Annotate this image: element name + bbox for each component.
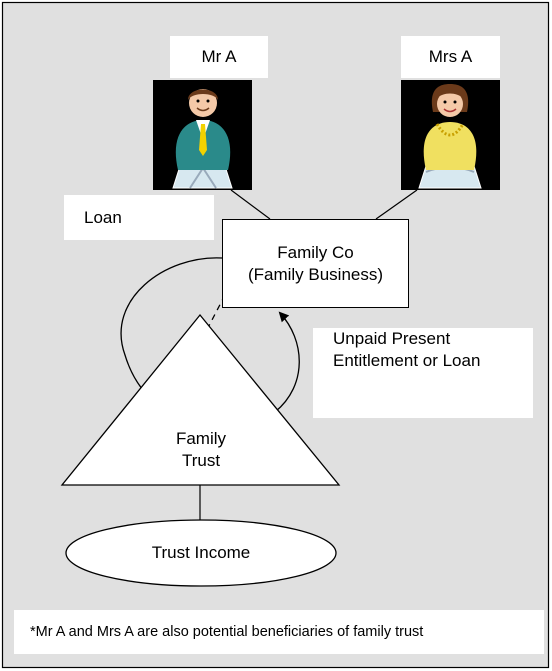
mrs-a-label: Mrs A bbox=[401, 36, 500, 78]
family-company-box: Family Co (Family Business) bbox=[222, 219, 409, 308]
trust-income-ellipse bbox=[65, 519, 337, 587]
family-trust-triangle bbox=[60, 313, 341, 486]
family-trust-line2: Trust bbox=[181, 451, 221, 470]
mr-a-connector bbox=[230, 189, 271, 220]
trust-income-label: Trust Income bbox=[151, 543, 251, 562]
family-trust-label: Family Trust bbox=[146, 428, 256, 472]
man-icon bbox=[153, 80, 252, 190]
family-company-subtitle: (Family Business) bbox=[247, 264, 384, 284]
mr-a-label: Mr A bbox=[170, 36, 268, 78]
loan-label: Loan bbox=[64, 195, 214, 240]
family-trust-line1: Family bbox=[175, 429, 227, 448]
woman-icon bbox=[401, 80, 500, 190]
upe-label-line2: Entitlement or Loan bbox=[333, 351, 481, 370]
mrs-a-connector bbox=[375, 189, 418, 220]
loan-arrow bbox=[120, 257, 223, 397]
footnote: *Mr A and Mrs A are also potential benef… bbox=[14, 610, 544, 654]
upe-label: Unpaid Present Entitlement or Loan bbox=[313, 328, 533, 418]
family-company-name: Family Co bbox=[277, 242, 354, 262]
upe-arrow bbox=[274, 311, 300, 413]
upe-label-line1: Unpaid Present bbox=[333, 329, 451, 348]
